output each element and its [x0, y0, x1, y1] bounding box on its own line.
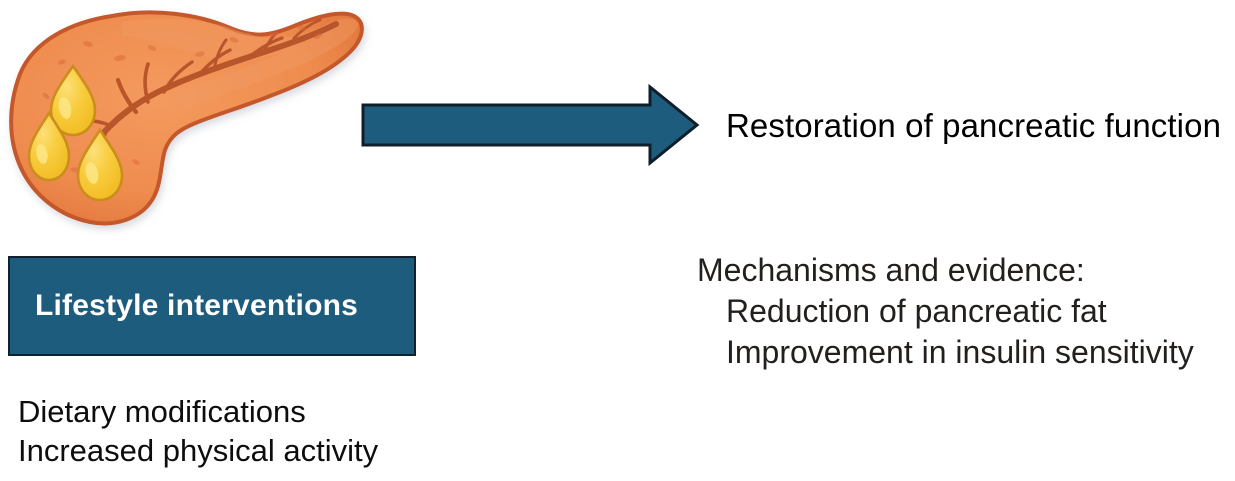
- list-item: Reduction of pancreatic fat: [726, 293, 1107, 329]
- mechanisms-and-evidence-block: Mechanisms and evidence: Reduction of pa…: [697, 250, 1194, 373]
- fat-droplet-group: [27, 63, 124, 202]
- fat-droplet: [27, 110, 71, 182]
- lifestyle-details-list: Dietary modifications Increased physical…: [18, 392, 378, 470]
- fat-droplet: [49, 63, 97, 137]
- process-arrow: [360, 84, 700, 166]
- mechanisms-heading: Mechanisms and evidence:: [697, 252, 1085, 288]
- lifestyle-interventions-box[interactable]: Lifestyle interventions: [8, 256, 416, 356]
- pancreas-illustration: [2, 0, 374, 235]
- list-item: Dietary modifications: [18, 394, 306, 429]
- lifestyle-interventions-label: Lifestyle interventions: [35, 289, 359, 322]
- list-item: Improvement in insulin sensitivity: [726, 334, 1194, 370]
- restoration-label: Restoration of pancreatic function: [726, 107, 1222, 144]
- list-item: Increased physical activity: [18, 433, 379, 468]
- fat-droplet: [76, 127, 124, 202]
